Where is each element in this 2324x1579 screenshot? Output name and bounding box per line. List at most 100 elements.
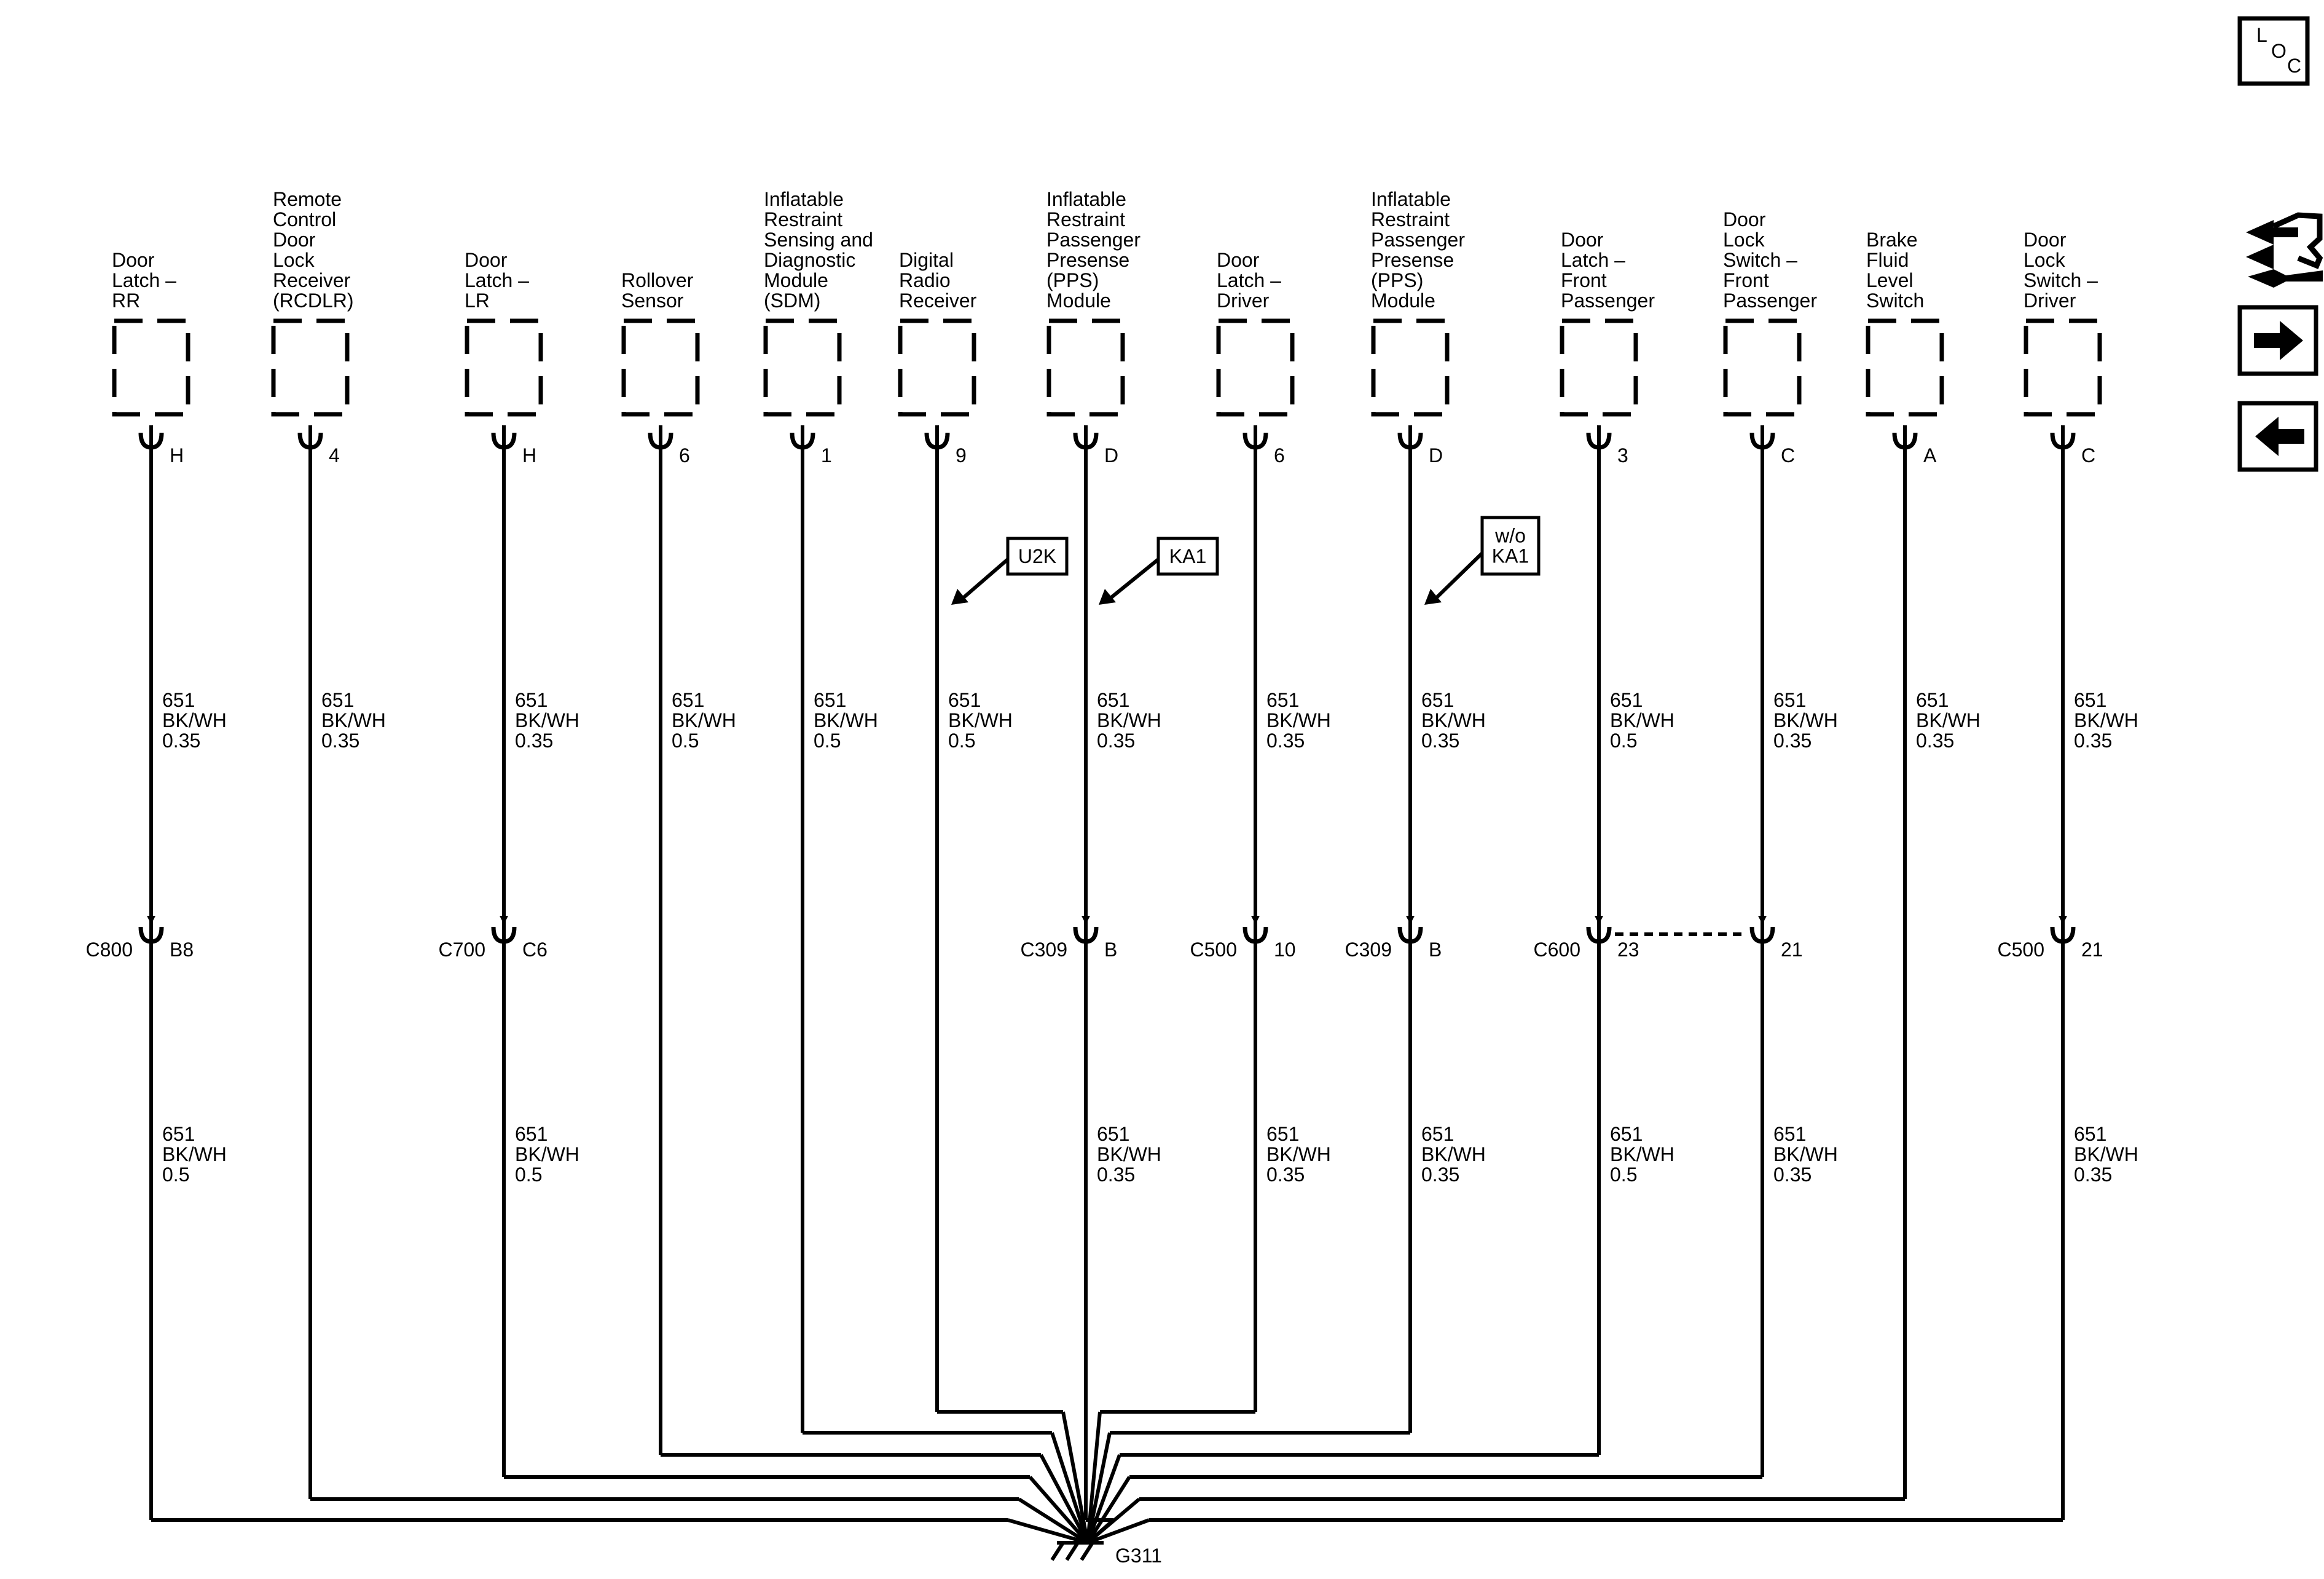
wire-label-lower: 651 [162, 1123, 195, 1145]
wire-label-upper: BK/WH [2074, 709, 2138, 731]
wire-label-lower: BK/WH [1097, 1143, 1161, 1165]
wire-label-lower: 651 [1421, 1123, 1454, 1145]
wire-label-lower: 0.35 [1266, 1164, 1305, 1186]
wire-fan [1018, 1497, 1089, 1545]
option-box [1006, 537, 1069, 576]
wire-label-upper: BK/WH [1421, 709, 1486, 731]
pin-label: A [1923, 444, 1937, 467]
wire-label-upper: BK/WH [672, 709, 736, 731]
pin-connector [491, 425, 517, 450]
component-rcdlr[interactable]: RemoteControlDoorLockReceiver(RCDLR)4651… [271, 188, 1089, 1545]
component-name-line: Door [273, 229, 316, 251]
wire-label-lower: BK/WH [515, 1143, 579, 1165]
wire-label-upper: BK/WH [515, 709, 579, 731]
component-name-line: Passenger [1723, 289, 1817, 312]
component-pps-module-wo-ka1[interactable]: InflatableRestraintPassengerPresense(PPS… [1086, 188, 1541, 1543]
wire-label-upper: 651 [515, 689, 548, 711]
pin-connector [1073, 425, 1099, 450]
ground-label: G311 [1115, 1545, 1162, 1567]
wire-label-upper: BK/WH [948, 709, 1013, 731]
component-pps-module-ka1[interactable]: InflatableRestraintPassengerPresense(PPS… [1021, 188, 1219, 1545]
inline-connector-id: C700 [439, 939, 486, 961]
inline-connector-id: C500 [1190, 939, 1238, 961]
pin-connector [924, 425, 950, 450]
component-name-line: Lock [2024, 249, 2066, 271]
component-name-line: Level [1866, 269, 1914, 291]
component-name-line: Passenger [1046, 229, 1140, 251]
wire-label-upper: 651 [814, 689, 846, 711]
loc-button[interactable]: LOC [2237, 16, 2310, 86]
component-name-line: Control [273, 208, 336, 230]
inline-connector-id: C500 [1998, 939, 2045, 961]
component-name-line: Rollover [621, 269, 694, 291]
component-name-line: (RCDLR) [273, 289, 354, 312]
component-name-line: Sensor [621, 289, 684, 312]
component-name-line: Lock [1723, 229, 1765, 251]
pin-label: 1 [821, 444, 832, 467]
navigation-panel: LOC [2237, 16, 2323, 472]
component-box [1560, 318, 1638, 417]
double-arrow-shape [2246, 220, 2298, 245]
inline-connector-id: C309 [1021, 939, 1068, 961]
wire-label-upper: BK/WH [1610, 709, 1674, 731]
wire-label-upper: 0.5 [814, 730, 841, 752]
arrow-right-icon[interactable] [2237, 305, 2318, 376]
ground-hatch [1080, 1542, 1094, 1561]
wire-label-lower: 651 [1773, 1123, 1806, 1145]
component-name-line: Driver [1217, 289, 1270, 312]
component-box [621, 318, 700, 417]
component-box [465, 318, 543, 417]
pin-connector [138, 425, 164, 450]
component-name-line: Switch – [1723, 249, 1797, 271]
component-name-line: Front [1723, 269, 1769, 291]
pin-connector [1749, 425, 1775, 450]
component-box [1046, 318, 1125, 417]
wire-label-upper: BK/WH [1097, 709, 1161, 731]
arrow-left-icon[interactable] [2237, 401, 2318, 472]
wire-label-upper: 651 [1773, 689, 1806, 711]
wire-label-lower: 651 [1610, 1123, 1643, 1145]
component-box [1866, 318, 1944, 417]
wire-label-upper: 651 [1421, 689, 1454, 711]
wire-label-lower: 651 [2074, 1123, 2106, 1145]
wire-label-upper: 0.35 [162, 730, 200, 752]
component-name-line: (PPS) [1371, 269, 1423, 291]
component-name-line: Door [2024, 229, 2067, 251]
component-name-line: Passenger [1561, 289, 1655, 312]
wire-label-lower: 651 [1097, 1123, 1129, 1145]
component-name-line: Radio [899, 269, 951, 291]
component-name-line: Front [1561, 269, 1607, 291]
wire-label-upper: 0.35 [1266, 730, 1305, 752]
pin-label: H [522, 444, 536, 467]
wire-label-lower: 0.35 [2074, 1164, 2112, 1186]
wire-fan [1086, 1497, 1140, 1545]
ground-g311[interactable]: G311 [1050, 1541, 1162, 1567]
component-name-line: Latch – [465, 269, 529, 291]
wire-label-upper: 0.35 [1916, 730, 1954, 752]
component-name-line: LR [465, 289, 490, 312]
inline-connector-pin: B [1429, 939, 1442, 961]
wire-label-upper: 0.35 [515, 730, 553, 752]
component-name-line: Door [1723, 208, 1766, 230]
wire-fan [1086, 1432, 1112, 1543]
inline-connector-id: C800 [86, 939, 133, 961]
pin-connector [1586, 425, 1612, 450]
component-name-line: Inflatable [1371, 188, 1451, 210]
pin-label: C [2081, 444, 2095, 467]
wrench-shape [2248, 269, 2323, 288]
component-box [898, 318, 976, 417]
wire-label-upper: 651 [321, 689, 354, 711]
arrow-left-shape [2255, 417, 2304, 456]
option-box [1480, 516, 1541, 576]
component-views-icon[interactable] [2246, 212, 2323, 288]
